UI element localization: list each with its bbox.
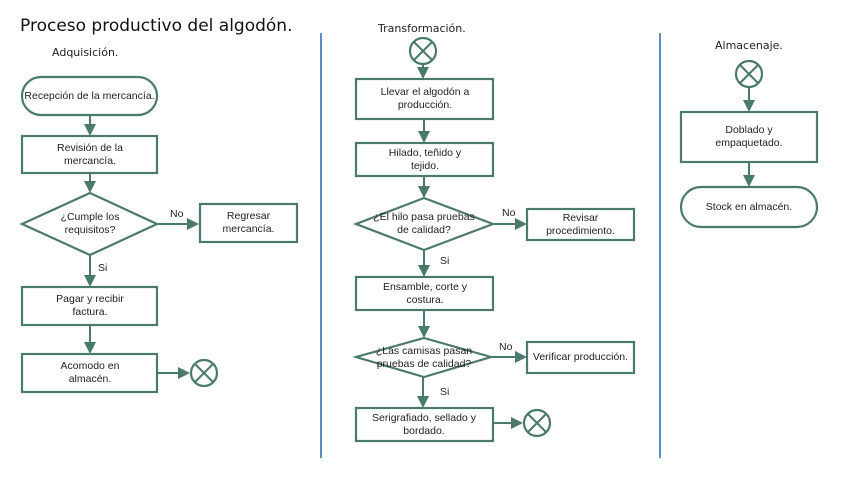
end-connector-icon xyxy=(522,408,552,438)
node-text-recepcion: Recepción de la mercancía. xyxy=(24,89,155,102)
node-text-regresar: Regresar mercancía. xyxy=(222,210,275,235)
process-verificar xyxy=(525,340,636,375)
end-connector-icon xyxy=(189,358,219,388)
process-regresar xyxy=(198,202,299,244)
node-text-llevar: Llevar el algodón a producción. xyxy=(380,86,470,111)
start-connector-icon xyxy=(408,36,438,66)
process-revision xyxy=(20,134,159,175)
branch-label-si: Si xyxy=(440,255,450,267)
node-text-decision-camisas: ¿Las camisas pasan pruebas de calidad? xyxy=(375,344,473,370)
terminal-stock xyxy=(679,185,819,229)
process-ensamble xyxy=(354,275,495,312)
node-text-serigrafiado: Serigrafiado, sellado y bordado. xyxy=(372,411,476,437)
section-title-almacenaje: Almacenaje. xyxy=(715,39,783,52)
node-text-ensamble: Ensamble, corte y costura. xyxy=(382,280,468,306)
section-title-transformacion: Transformación. xyxy=(378,22,466,35)
node-text-revisar: Revisar procedimiento. xyxy=(546,211,615,237)
process-acomodo xyxy=(20,352,159,394)
node-text-revision: Revisión de la mercancía. xyxy=(57,141,123,167)
node-text-acomodo: Acomodo en almacén. xyxy=(60,360,120,385)
node-text-pagar: Pagar y recibir factura. xyxy=(56,293,124,318)
section-divider-right xyxy=(659,33,661,458)
node-text-verificar: Verificar producción. xyxy=(532,351,629,363)
process-doblado xyxy=(679,110,819,164)
node-text-doblado: Doblado y empaquetado. xyxy=(715,124,783,149)
start-connector-icon xyxy=(734,59,764,89)
node-text-decision-hilo: ¿El hilo pasa pruebas de calidad? xyxy=(373,211,475,236)
node-text-decision-cumple: ¿Cumple los requisitos? xyxy=(60,211,120,236)
process-llevar xyxy=(354,77,495,121)
process-revisar xyxy=(525,207,636,242)
branch-label-no: No xyxy=(499,341,513,353)
section-divider-left xyxy=(320,33,322,458)
diagram-title: Proceso productivo del algodón. xyxy=(20,16,293,36)
node-text-hilado: Hilado, teñido y tejido. xyxy=(388,146,462,172)
process-serigrafiado xyxy=(354,406,495,443)
node-text-stock: Stock en almacén. xyxy=(705,200,793,213)
process-pagar xyxy=(20,285,159,327)
branch-label-si: Si xyxy=(440,386,450,398)
branch-label-si: Si xyxy=(98,262,108,274)
branch-label-no: No xyxy=(170,208,184,220)
section-title-adquisicion: Adquisición. xyxy=(52,46,119,59)
branch-label-no: No xyxy=(502,207,516,219)
